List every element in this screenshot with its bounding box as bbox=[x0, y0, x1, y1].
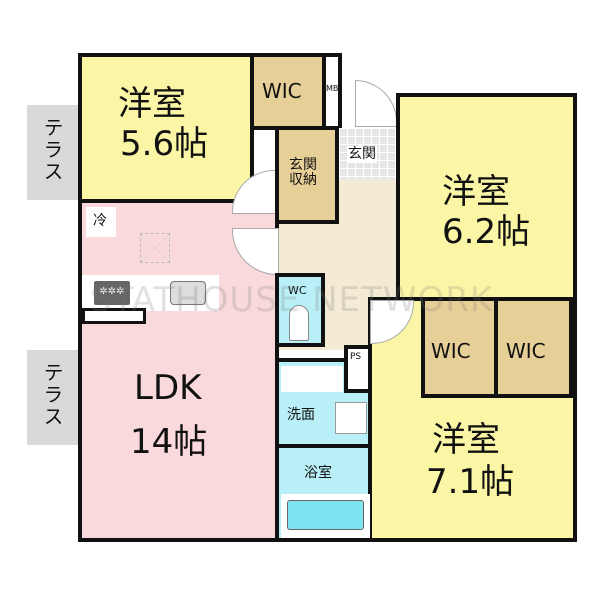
terrace-bottom: テラス bbox=[27, 350, 80, 445]
bathroom-label: 浴室 bbox=[304, 465, 332, 481]
terrace-bottom-label: テラス bbox=[40, 362, 64, 428]
wic-room-1: WIC bbox=[250, 53, 326, 130]
room-size: 7.1帖 bbox=[426, 462, 515, 502]
entrance-storage: 玄関 収納 bbox=[275, 126, 339, 224]
room-size: 6.2帖 bbox=[442, 212, 531, 252]
wic-room-2: WIC bbox=[421, 297, 498, 398]
wic-label: WIC bbox=[262, 79, 302, 103]
ldk-name: LDK bbox=[134, 368, 202, 408]
kitchen-counter: ✲✲✲ bbox=[82, 275, 219, 311]
entrance: 玄関 bbox=[339, 128, 399, 180]
entrance-storage-label: 玄関 収納 bbox=[289, 157, 317, 188]
bathtub-icon bbox=[287, 500, 364, 530]
ldk-size: 14帖 bbox=[130, 422, 208, 462]
terrace-top: テラス bbox=[27, 105, 80, 200]
mb-closet: MB bbox=[322, 53, 342, 130]
fridge-label: 冷 bbox=[93, 213, 107, 229]
bathtub bbox=[281, 494, 370, 538]
ps-label: PS bbox=[350, 352, 362, 362]
room-name: 洋室 bbox=[432, 420, 500, 460]
range-hood-icon bbox=[140, 233, 170, 263]
fridge-space: 冷 bbox=[86, 207, 116, 237]
washbasin-icon bbox=[281, 366, 343, 392]
toilet-icon bbox=[289, 305, 309, 341]
bathroom: 浴室 bbox=[275, 444, 372, 542]
western-room-6-2: 洋室 6.2帖 bbox=[396, 93, 577, 301]
kitchen-bar bbox=[82, 308, 146, 324]
mb-label: MB bbox=[326, 84, 339, 93]
room-size: 5.6帖 bbox=[120, 124, 209, 164]
room-name: 洋室 bbox=[118, 84, 186, 124]
terrace-top-label: テラス bbox=[40, 117, 64, 183]
wic-label: WIC bbox=[506, 339, 546, 363]
wic-label: WIC bbox=[431, 339, 471, 363]
washroom-label: 洗面 bbox=[287, 407, 315, 423]
western-room-5-6: 洋室 5.6帖 bbox=[78, 53, 254, 203]
stove-icon: ✲✲✲ bbox=[94, 281, 130, 305]
wic-room-3: WIC bbox=[494, 297, 573, 398]
sink-icon bbox=[170, 281, 206, 305]
entrance-label: 玄関 bbox=[347, 146, 377, 163]
room-name: 洋室 bbox=[442, 172, 510, 212]
front-door-swing bbox=[355, 80, 397, 127]
wc-room: WC bbox=[275, 273, 325, 347]
pipe-space: PS bbox=[344, 345, 372, 393]
wc-label: WC bbox=[288, 284, 307, 297]
washing-machine-icon bbox=[335, 402, 367, 434]
